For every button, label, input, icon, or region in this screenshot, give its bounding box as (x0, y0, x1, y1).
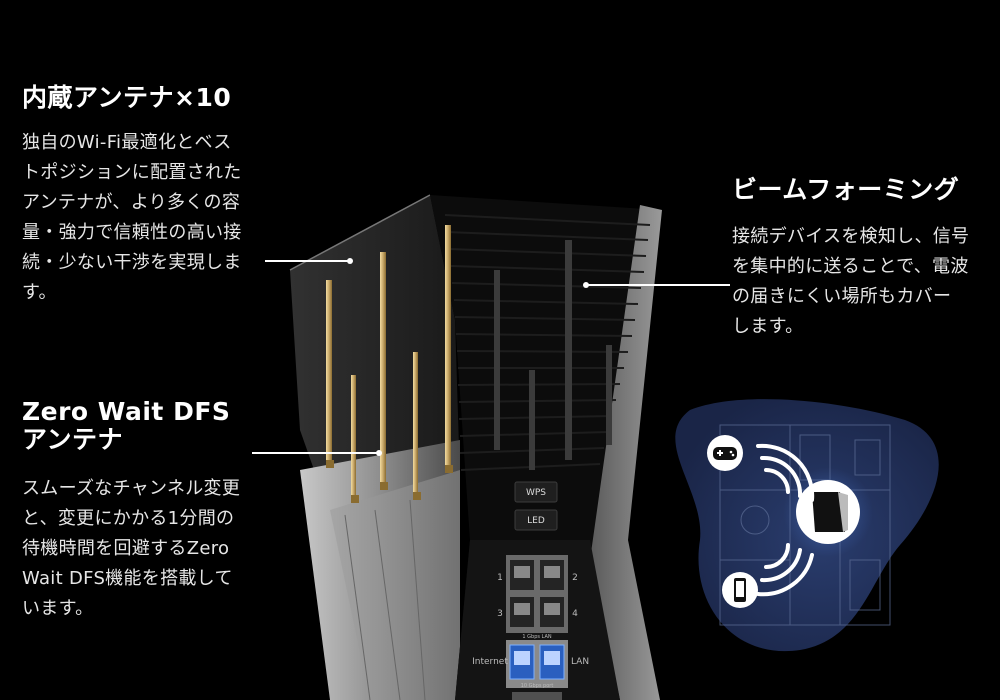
antenna-callout-dot (347, 258, 353, 264)
beamforming-feature-body: 接続デバイスを検知し、信号 を集中的に送ることで、電波 の届きにくい場所もカバー… (732, 226, 970, 337)
beamforming-callout-line (588, 284, 730, 286)
beamforming-callout-dot (583, 282, 589, 288)
beamforming-illustration (675, 399, 939, 652)
internet-lan-ports: Internet LAN 10 Gbps port (472, 640, 589, 689)
lan-port-label: LAN (571, 657, 589, 667)
gamepad-icon (707, 435, 743, 471)
dfs-callout-dot (376, 450, 382, 456)
led-button: LED (514, 509, 558, 531)
internet-port-label: Internet (472, 657, 508, 667)
lan-ports: 1 2 3 4 1 Gbps LAN (497, 555, 578, 640)
dfs-callout-line (252, 452, 378, 454)
beamforming-feature-title: ビームフォーミング (732, 175, 960, 204)
wps-label: WPS (526, 488, 546, 498)
antenna-feature-title: 内蔵アンテナ×10 (22, 83, 232, 112)
lan-port-4-number: 4 (572, 609, 578, 619)
dfs-feature-body: スムーズなチャンネル変更 と、変更にかかる1分間の 待機時間を回避するZero … (22, 478, 241, 619)
router-icon (796, 480, 860, 544)
led-label: LED (527, 516, 545, 526)
lan-group-label: 1 Gbps LAN (522, 634, 552, 640)
lan-port-2-number: 2 (572, 573, 578, 583)
dfs-feature-title: Zero Wait DFS アンテナ (22, 397, 231, 454)
antenna-callout-line (265, 260, 350, 262)
lan-port-1-number: 1 (497, 573, 503, 583)
wifi-waves-icon (756, 443, 815, 597)
ten-g-port-label: 10 Gbps port (521, 683, 554, 689)
antenna-feature-body: 独自のWi-Fi最適化とベス トポジションに配置された アンテナが、より多くの容… (22, 132, 242, 303)
wps-button: WPS (514, 481, 558, 503)
lan-port-3-number: 3 (497, 609, 503, 619)
smartphone-icon (722, 572, 758, 608)
